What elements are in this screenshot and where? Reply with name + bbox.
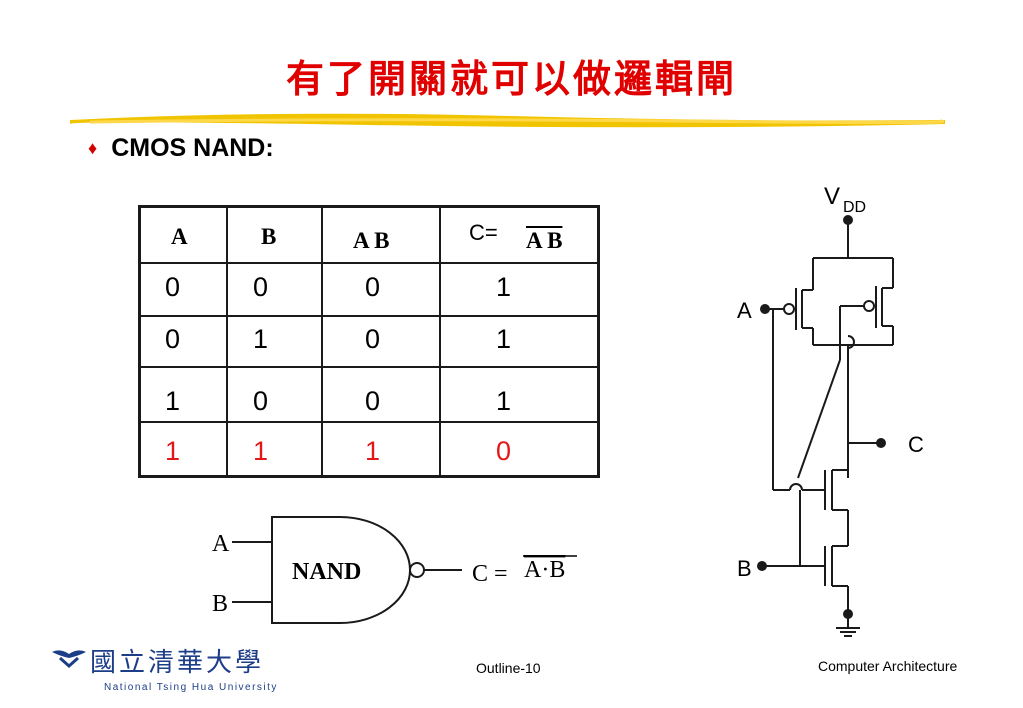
logo-chinese-name: 國立清華大學 — [90, 648, 265, 678]
row4-b: 1 — [253, 436, 269, 466]
row4-a: 1 — [165, 436, 181, 466]
university-logo: 國立清華大學 National Tsing Hua University — [50, 646, 276, 693]
circuit-input-b: B — [737, 556, 752, 581]
row3-a: 1 — [165, 386, 181, 416]
row1-a: 0 — [165, 272, 181, 302]
gate-input-a: A — [212, 531, 230, 557]
gate-output-expr: A·B — [524, 557, 565, 583]
emblem-icon — [52, 650, 86, 669]
header-not-ab: A B — [526, 228, 563, 253]
page-label: Outline-10 — [476, 660, 541, 676]
row2-ab: 0 — [365, 324, 381, 354]
row3-b: 0 — [253, 386, 269, 416]
course-label: Computer Architecture — [818, 658, 958, 674]
gate-label: NAND — [292, 559, 361, 585]
circuit-nodes — [757, 215, 886, 619]
vdd-sub-label: DD — [843, 199, 866, 216]
nand-gate-symbol — [232, 516, 462, 624]
cmos-circuit — [760, 220, 894, 637]
circuit-output-c: C — [908, 432, 924, 457]
row3-ab: 0 — [365, 386, 381, 416]
gate-output-prefix: C = — [472, 561, 508, 587]
row2-c: 1 — [496, 324, 512, 354]
header-ab: A B — [353, 228, 390, 253]
row1-b: 0 — [253, 272, 269, 302]
vdd-label: V — [824, 183, 840, 210]
header-c: C= — [469, 220, 498, 245]
header-a: A — [171, 224, 188, 249]
row2-b: 1 — [253, 324, 269, 354]
row1-c: 1 — [496, 272, 512, 302]
row2-a: 0 — [165, 324, 181, 354]
bullet-text: CMOS NAND: — [111, 134, 274, 162]
bullet-item: ♦ CMOS NAND: — [88, 134, 274, 163]
diamond-bullet-icon: ♦ — [88, 138, 98, 158]
row3-c: 1 — [496, 386, 512, 416]
circuit-input-a: A — [737, 298, 752, 323]
logo-english-name: National Tsing Hua University — [104, 682, 278, 693]
truth-table: A B A B C= A B 0 0 0 1 0 1 0 1 1 0 0 1 1… — [138, 205, 600, 478]
title-underline — [70, 113, 945, 128]
header-b: B — [261, 224, 277, 249]
row4-ab: 1 — [365, 436, 381, 466]
row4-c: 0 — [496, 436, 512, 466]
gate-input-b: B — [212, 591, 228, 617]
row1-ab: 0 — [365, 272, 381, 302]
slide-title: 有了開關就可以做邏輯閘 — [285, 56, 737, 101]
